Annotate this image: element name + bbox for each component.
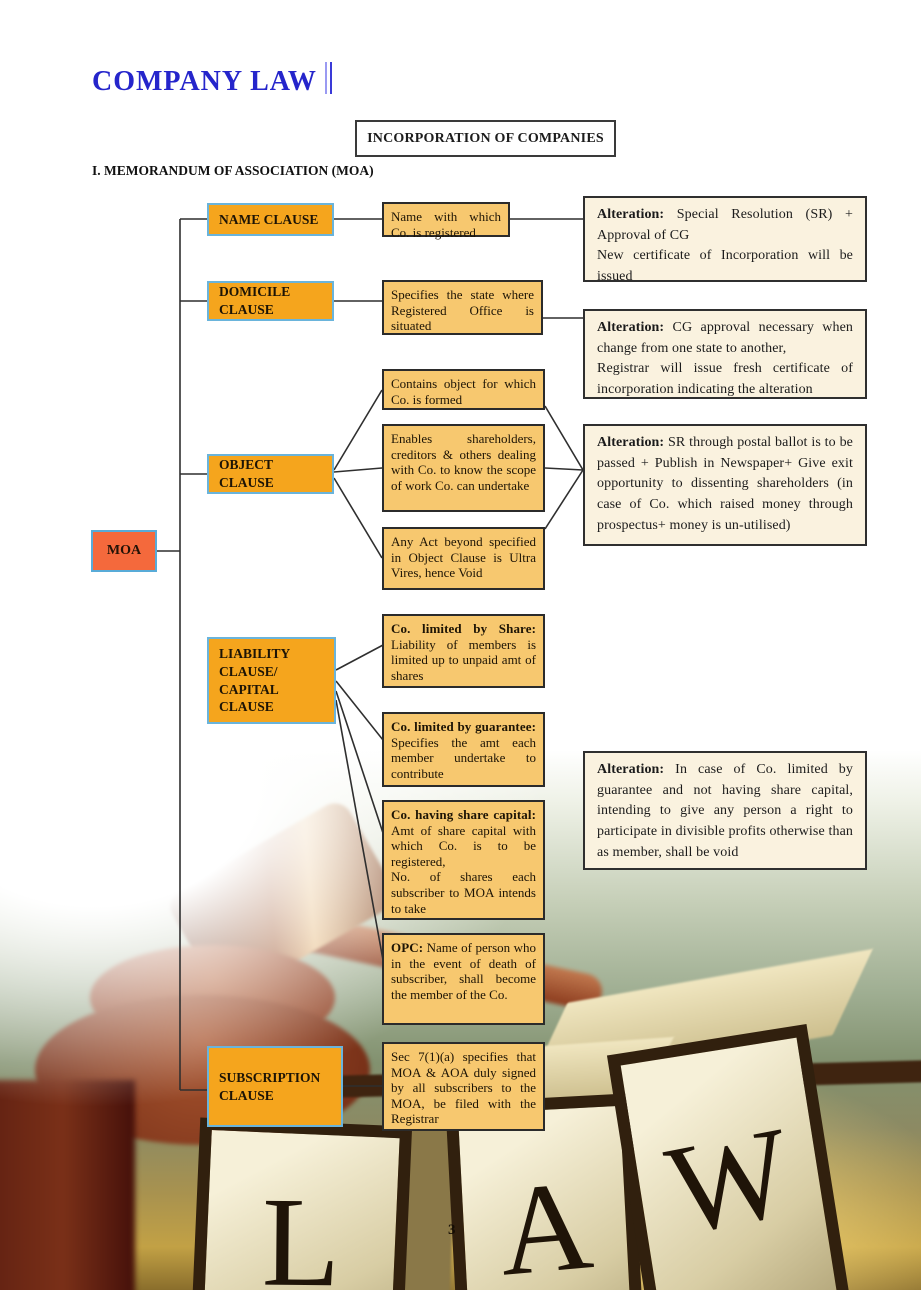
alteration-object-clause: Alteration: SR through postal ballot is … (583, 424, 867, 546)
detail-share-capital: Co. having share capital: Amt of share c… (382, 800, 545, 920)
detail-name-clause: Name with which Co. is registered (382, 202, 510, 240)
page-title-text: COMPANY LAW (92, 66, 317, 97)
alteration-domicile-clause: Alteration: CG approval necessary when c… (583, 309, 867, 399)
detail-object-ultra-vires: Any Act beyond specified in Object Claus… (382, 527, 545, 590)
detail-object-enables: Enables shareholders, creditors & others… (382, 424, 545, 512)
node-subscription-clause: SUBSCRIPTION CLAUSE (207, 1046, 343, 1127)
node-liability-capital-clause: LIABILITY CLAUSE/ CAPITAL CLAUSE (207, 637, 336, 724)
alteration-name-clause: Alteration: Special Resolution (SR) + Ap… (583, 196, 867, 284)
detail-limited-by-share: Co. limited by Share: Liability of membe… (382, 614, 545, 688)
node-domicile-clause: DOMICILE CLAUSE (207, 281, 334, 321)
node-name-clause: NAME CLAUSE (207, 203, 334, 236)
chapter-header: INCORPORATION OF COMPANIES (355, 120, 616, 157)
alteration-liability-clause: Alteration: In case of Co. limited by gu… (583, 751, 867, 870)
detail-subscription-sec7: Sec 7(1)(a) specifies that MOA & AOA dul… (382, 1042, 545, 1131)
page-title: COMPANY LAW (92, 62, 335, 102)
detail-limited-by-guarantee: Co. limited by guarantee: Specifies the … (382, 712, 545, 787)
node-moa: MOA (91, 530, 157, 572)
gavel-base-column-icon (0, 1080, 135, 1290)
detail-domicile-clause: Specifies the state where Registered Off… (382, 280, 543, 335)
detail-object-contains: Contains object for which Co. is formed (382, 369, 545, 410)
detail-opc: OPC: Name of person who in the event of … (382, 933, 545, 1025)
text-cursor-icon (324, 62, 335, 102)
page-number: 3 (448, 1222, 456, 1238)
node-object-clause: OBJECT CLAUSE (207, 454, 334, 494)
section-heading: I. MEMORANDUM OF ASSOCIATION (MOA) (92, 163, 374, 178)
